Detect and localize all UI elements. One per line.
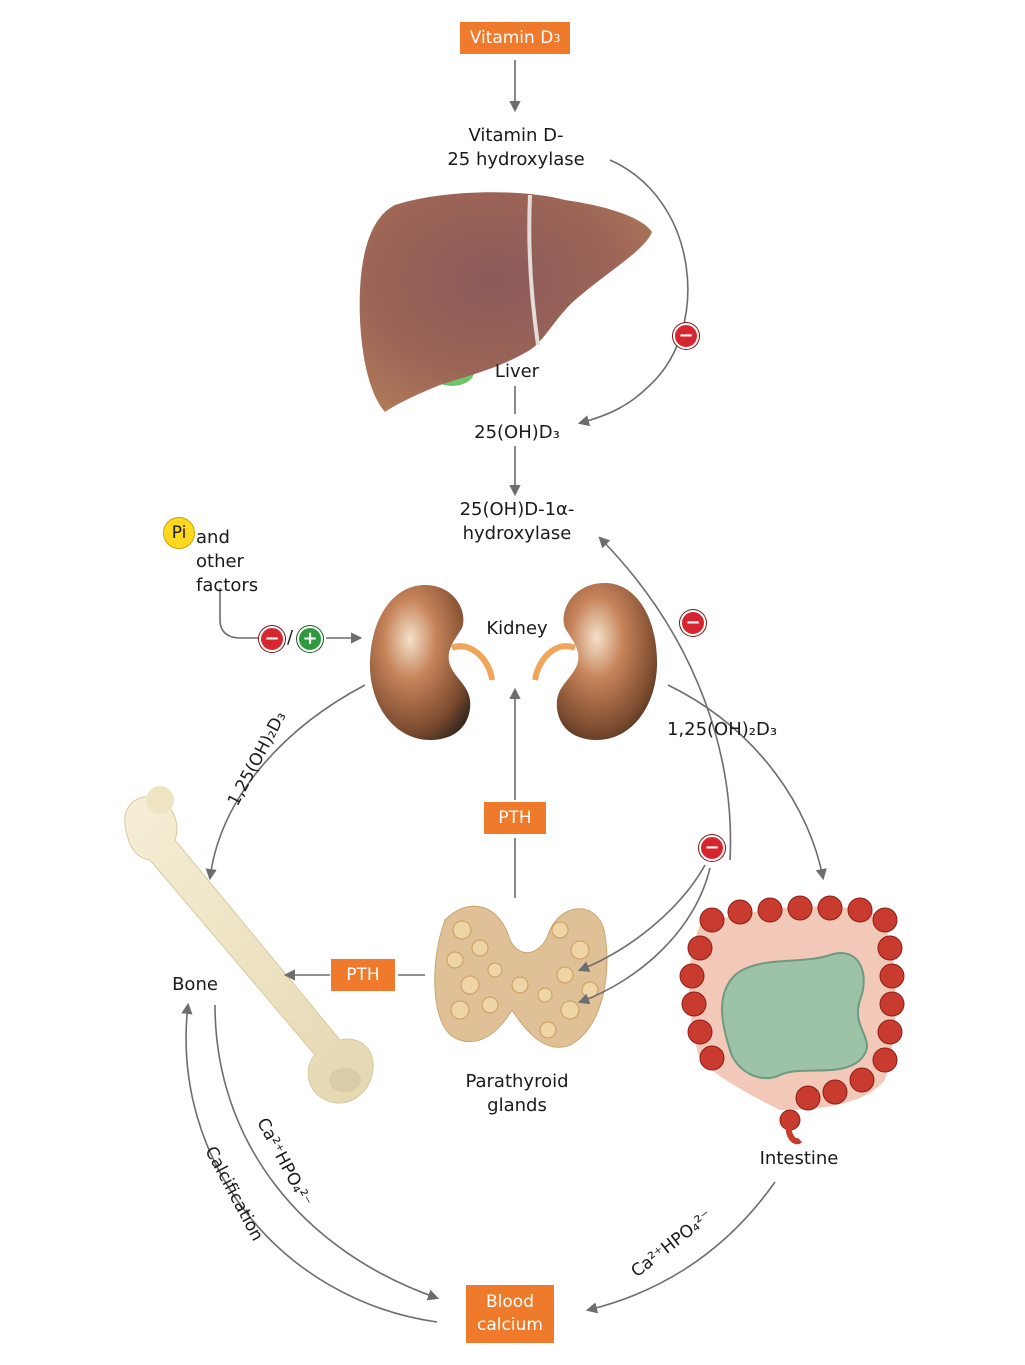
- parathyroid-illustration: [434, 905, 608, 1048]
- kidney-label: Kidney: [486, 618, 548, 639]
- calcitriol-right-label: 1,25(OH)₂D₃: [666, 719, 778, 740]
- bone-illustration: [124, 786, 374, 1104]
- arrow-pi-factors: [219, 588, 258, 639]
- arrow-calcitriol-to-parathyroid-1: [577, 864, 706, 972]
- pth-bone-box: PTH: [331, 959, 395, 991]
- inhibit-parathyroid-minus-icon: −: [699, 835, 725, 861]
- pi-plus-icon: +: [297, 626, 323, 652]
- pth-kidney-box: PTH: [484, 802, 546, 834]
- arrow-kidney-to-intestine: [667, 684, 827, 881]
- kidney-right-illustration: [532, 583, 658, 740]
- vitamin-d3-label: Vitamin D: [469, 27, 554, 48]
- phosphate-pi-icon: Pi: [163, 517, 195, 549]
- liver-illustration: [359, 192, 652, 412]
- arrow-calcitriol-to-parathyroid-2: [577, 867, 711, 1005]
- arrow-feedback-liver: [577, 159, 689, 427]
- inhibit-liver-minus-icon: −: [673, 323, 699, 349]
- enzyme-25-hydroxylase-label: Vitamin D- 25 hydroxylase: [447, 125, 585, 170]
- arrow-intestine-to-blood: [585, 1181, 776, 1314]
- parathyroid-label: Parathyroid glands: [465, 1071, 569, 1116]
- inhibit-kidney-minus-icon: −: [680, 610, 706, 636]
- liver-label: Liver: [494, 361, 540, 382]
- blood-calcium-box: Blood calcium: [466, 1285, 554, 1343]
- arrow-bone-to-blood: [214, 1004, 440, 1301]
- vitamin-d3-subscript: 3: [553, 31, 561, 45]
- arrow-blood-to-bone: [181, 1002, 438, 1323]
- intestine-label: Intestine: [759, 1148, 839, 1169]
- arrow-kidney-to-bone: [205, 684, 366, 881]
- arrows: [181, 60, 827, 1323]
- bone-label: Bone: [172, 974, 218, 995]
- other-factors-label: and other factors: [196, 527, 259, 596]
- kidney-left-illustration: [369, 585, 495, 740]
- intestine-illustration: [679, 895, 905, 1145]
- pi-minus-icon: −: [259, 626, 285, 652]
- sign-separator: /: [286, 627, 294, 648]
- arrow-feedback-kidney: [598, 536, 732, 861]
- metabolite-25-label: 25(OH)D₃: [474, 422, 560, 443]
- enzyme-1a-hydroxylase-label: 25(OH)D-1α- hydroxylase: [459, 499, 575, 544]
